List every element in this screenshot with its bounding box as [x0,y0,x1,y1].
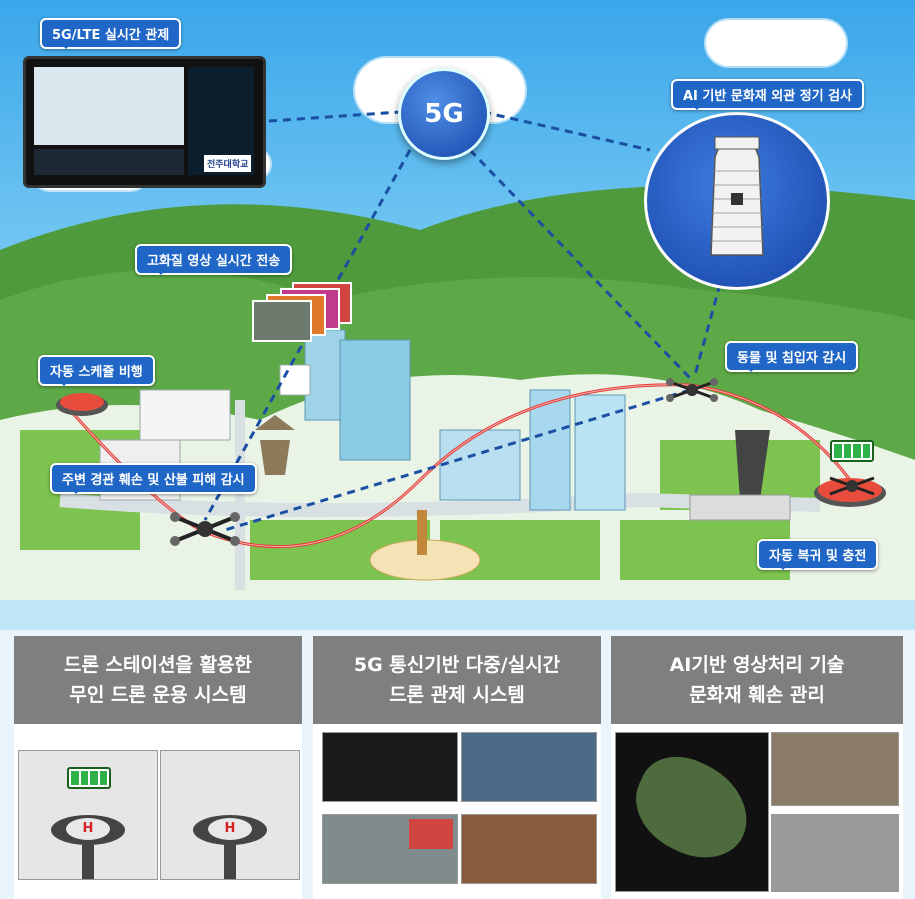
heritage-building-thumb [771,732,899,806]
monitor-status-bar [34,149,184,175]
label-animal-intruder: 동물 및 침입자 감시 [725,341,859,372]
helipad: H [193,815,267,845]
panel-title-line2: 드론 관제 시스템 [389,684,525,706]
building [139,389,231,441]
panel-header: AI기반 영상처리 기술 문화재 훼손 관리 [611,636,903,724]
cloud [706,20,846,66]
label-ai-inspection: AI 기반 문화재 외관 정기 검사 [671,79,865,110]
university-logo: 전주대학교 [204,155,252,172]
drone-station-thumb: H [160,750,300,880]
building [279,364,311,396]
battery-icon [830,440,874,462]
stone-tower [735,430,770,500]
helipad: H [51,815,125,845]
panel-header: 드론 스테이션을 활용한 무인 드론 운용 시스템 [14,636,302,724]
panel-title-line1: 5G 통신기반 다중/실시간 [353,654,561,676]
label-hd-video: 고화질 영상 실시간 전송 [135,244,293,275]
panel-drone-station: 드론 스테이션을 활용한 무인 드론 운용 시스템 H H [14,636,302,899]
label-lte-control: 5G/LTE 실시간 관제 [40,18,182,49]
label-auto-return: 자동 복귀 및 충전 [757,539,879,570]
panel-title-line2: 문화재 훼손 관리 [689,684,825,706]
stone-statue-thumb [771,814,899,892]
panel-title-line2: 무인 드론 운용 시스템 [69,684,247,706]
drone-icon [829,476,875,496]
building [339,339,411,461]
panel-title-line1: AI기반 영상처리 기술 [669,654,845,676]
drone-icon [666,378,718,402]
control-monitor: 전주대학교 [23,56,266,188]
drone-station-thumb: H [18,750,158,880]
label-auto-schedule: 자동 스케쥴 비행 [38,355,155,386]
field-feed-thumb [461,814,597,884]
panel-ai-heritage: AI기반 영상처리 기술 문화재 훼손 관리 [611,636,903,899]
helipad-start-top [60,393,104,411]
panel-5g-control: 5G 통신기반 다중/실시간 드론 관제 시스템 [313,636,601,899]
tower-base [689,494,791,521]
5g-hub: 5G [398,68,490,160]
battery-icon [67,767,111,789]
control-map-thumb [461,732,597,802]
drone-icon [170,512,240,546]
video-feed-thumb [322,814,458,884]
cheomseongdae-icon [710,136,764,256]
building [574,394,626,511]
panel-title-line1: 드론 스테이션을 활용한 [63,654,253,676]
label-landscape-damage: 주변 경관 훼손 및 산불 피해 감시 [50,463,257,494]
monitor-map [34,67,184,145]
monument [417,510,427,555]
building [439,429,521,501]
cultural-heritage-tower [644,112,830,290]
control-screen-thumb [322,732,458,802]
scene: 전주대학교 5G [0,0,915,630]
3d-scan-thumb [615,732,769,892]
water [0,600,915,630]
building [304,329,346,421]
building [529,389,571,511]
pagoda [255,415,295,475]
panel-header: 5G 통신기반 다중/실시간 드론 관제 시스템 [313,636,601,724]
